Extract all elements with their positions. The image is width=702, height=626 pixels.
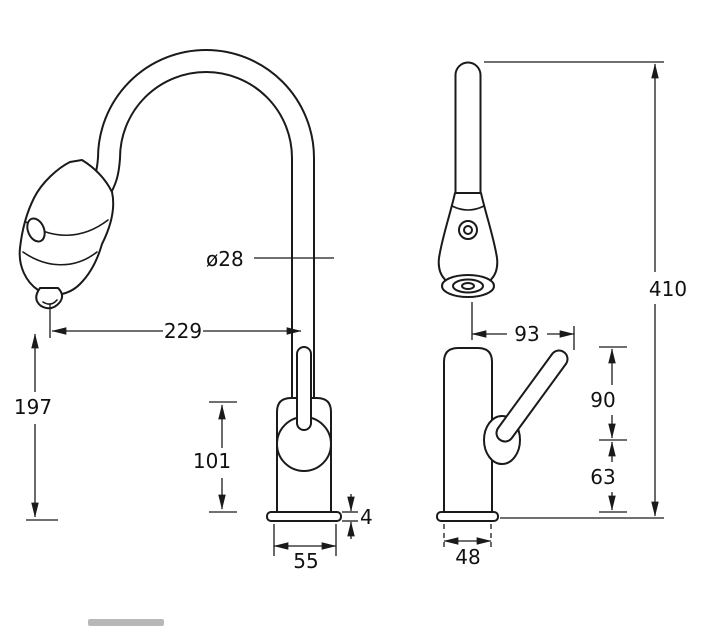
dim-label-base-thickness: 4: [360, 505, 373, 529]
side-view-faucet: [436, 61, 569, 522]
dim-label-body-height: 101: [193, 449, 231, 473]
dim-label-spout-reach: 229: [164, 319, 202, 343]
watermark-artifact: [88, 619, 164, 626]
side-faucet-body: [443, 347, 493, 513]
side-handle-lever-fill: [497, 351, 567, 441]
dim-label-pivot-to-base: 63: [590, 465, 615, 489]
dim-label-base-width: 55: [293, 549, 318, 573]
front-view-faucet: [18, 49, 342, 522]
dim-label-base-depth: 48: [455, 545, 480, 569]
dim-label-handle-top-to-pivot: 90: [590, 388, 615, 412]
front-spray-nozzle-tip: [35, 287, 64, 310]
side-spray-mode-button-inner: [463, 225, 473, 235]
side-aerator-face-inner: [461, 282, 475, 290]
dim-label-spout-height: 197: [14, 395, 52, 419]
front-spout-tube-fill: [89, 51, 313, 412]
side-spray-head: [437, 192, 499, 289]
side-view-dimensions: 93 410 90 63 48: [443, 61, 687, 569]
front-spray-head-seam-lower: [22, 251, 98, 266]
side-spray-head-seam: [451, 205, 485, 211]
front-spray-mode-button: [26, 217, 46, 243]
dim-label-diameter: ø28: [206, 247, 244, 271]
front-view-dimensions: ø28 229 197 101 55: [14, 247, 373, 573]
dim-label-handle-reach: 93: [514, 322, 539, 346]
front-base-plate: [266, 511, 342, 522]
dim-label-total-height: 410: [649, 277, 687, 301]
side-base-plate: [436, 511, 499, 522]
